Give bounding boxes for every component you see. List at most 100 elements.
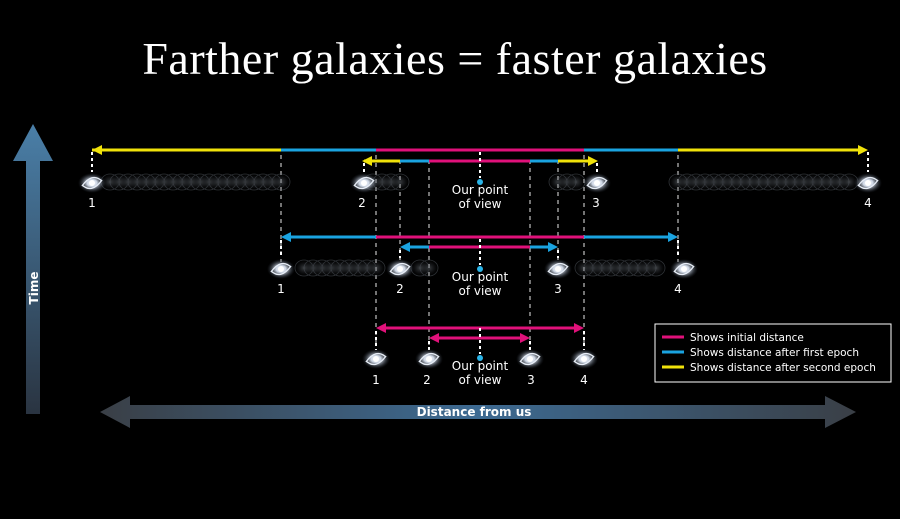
row3-galaxy-4-arm-a bbox=[573, 352, 595, 363]
row1-label-4: 4 bbox=[864, 196, 872, 210]
row1-galaxy-4 bbox=[854, 173, 882, 193]
distance-axis-arrow bbox=[100, 396, 856, 428]
row1-trail-1 bbox=[100, 173, 291, 191]
row2-galaxy-3-arm-b bbox=[547, 265, 569, 276]
row1-galaxy-2-arm-a bbox=[353, 176, 375, 187]
legend-item-initial: Shows initial distance bbox=[690, 332, 804, 344]
legend-item-second-epoch: Shows distance after second epoch bbox=[690, 362, 876, 374]
row3-galaxy-2-arm-b bbox=[418, 355, 440, 366]
row2-galaxy-2-core bbox=[397, 266, 403, 272]
row2-inner-head-left bbox=[400, 242, 410, 252]
row2-trail-1 bbox=[294, 259, 386, 277]
row3-label-2: 2 bbox=[423, 373, 431, 387]
row3-galaxy-2-core bbox=[426, 356, 432, 362]
row3-label-4: 4 bbox=[580, 373, 588, 387]
row2-head-left bbox=[281, 232, 291, 242]
row3-label-3: 3 bbox=[527, 373, 535, 387]
row1-point-of-view-label-line1: Our point bbox=[452, 183, 509, 197]
row3-galaxy-1 bbox=[362, 349, 390, 369]
row1-galaxy-1 bbox=[78, 173, 106, 193]
row3-galaxy-1-core bbox=[373, 356, 379, 362]
row3-initial-inner-head-left bbox=[429, 333, 439, 343]
row1-inner-head-right bbox=[588, 156, 598, 166]
row2-point-of-view-dot bbox=[477, 266, 483, 272]
row2-galaxy-3 bbox=[544, 259, 572, 279]
row2-galaxy-2-arm-b bbox=[389, 265, 411, 276]
row2-galaxy-3-core bbox=[555, 266, 561, 272]
row2-galaxy-1-arm-a bbox=[270, 262, 292, 273]
row1-galaxy-1-core bbox=[89, 180, 95, 186]
row1-galaxy-3-core bbox=[594, 180, 600, 186]
row2-galaxy-4-arm-b bbox=[673, 265, 695, 276]
row3-initial-outer-head-left bbox=[376, 323, 386, 333]
row3-initial-inner bbox=[429, 333, 530, 343]
time-axis: Time bbox=[13, 124, 53, 414]
time-axis-label: Time bbox=[27, 272, 41, 305]
row2-galaxy-1-arm-b bbox=[270, 265, 292, 276]
row3-galaxy-3-arm-a bbox=[519, 352, 541, 363]
row3-initial-outer-head-right bbox=[574, 323, 584, 333]
row1-galaxy-4-arm-b bbox=[857, 179, 879, 190]
legend: Shows initial distance Shows distance af… bbox=[654, 323, 892, 383]
row3-point-of-view-dot bbox=[477, 355, 483, 361]
row3-label-1: 1 bbox=[372, 373, 380, 387]
row3-galaxy-3 bbox=[516, 349, 544, 369]
row3-galaxy-1-arm-a bbox=[365, 352, 387, 363]
row2-trail-4-echo-8 bbox=[646, 259, 666, 277]
row1-galaxy-2-core bbox=[361, 180, 367, 186]
row1-inner-head-left bbox=[362, 156, 372, 166]
legend-item-first-epoch: Shows distance after first epoch bbox=[690, 347, 859, 359]
row1-trail-4 bbox=[668, 173, 859, 191]
row2-galaxy-4-arm-a bbox=[673, 262, 695, 273]
row1-galaxy-4-core bbox=[865, 180, 871, 186]
row1-trail-3 bbox=[548, 173, 586, 191]
diagram-title: Farther galaxies = faster galaxies bbox=[142, 33, 768, 84]
row3-galaxy-2-arm-a bbox=[418, 352, 440, 363]
row1-label-3: 3 bbox=[592, 196, 600, 210]
row1-galaxy-3-arm-a bbox=[586, 176, 608, 187]
row2-head-right bbox=[668, 232, 678, 242]
row1-galaxy-2-arm-b bbox=[353, 179, 375, 190]
row3-point-of-view-label-line2: of view bbox=[458, 373, 501, 387]
row3-galaxy-1-arm-b bbox=[365, 355, 387, 366]
row1-label-1: 1 bbox=[88, 196, 96, 210]
row1-galaxy-4-arm-a bbox=[857, 176, 879, 187]
row1-point-of-view-dot bbox=[477, 179, 483, 185]
row2-point-of-view-label-line1: Our point bbox=[452, 270, 509, 284]
row2-galaxy-1 bbox=[267, 259, 295, 279]
row2-trail-4 bbox=[574, 259, 666, 277]
distance-axis-label: Distance from us bbox=[417, 405, 532, 419]
row2-point-of-view-label-line2: of view bbox=[458, 284, 501, 298]
row2-label-4: 4 bbox=[674, 282, 682, 296]
row3-galaxy-3-core bbox=[527, 356, 533, 362]
time-axis-arrow bbox=[13, 124, 53, 414]
row2-galaxy-2-arm-a bbox=[389, 262, 411, 273]
legend-box bbox=[654, 323, 892, 383]
row2-inner-head-right bbox=[548, 242, 558, 252]
row2-trail-1-echo-8 bbox=[294, 259, 314, 277]
row2-galaxy-1-core bbox=[278, 266, 284, 272]
row2-galaxy-2 bbox=[386, 259, 414, 279]
row3-galaxy-4-arm-b bbox=[573, 355, 595, 366]
row1-head-left bbox=[92, 145, 102, 155]
row3-galaxy-4 bbox=[570, 349, 598, 369]
row2-label-3: 3 bbox=[554, 282, 562, 296]
row1-galaxy-1-arm-a bbox=[81, 176, 103, 187]
row2-label-2: 2 bbox=[396, 282, 404, 296]
row1-galaxy-2 bbox=[350, 173, 378, 193]
row1-galaxy-1-arm-b bbox=[81, 179, 103, 190]
row2-galaxy-3-arm-a bbox=[547, 262, 569, 273]
row1-trail-3-echo-2 bbox=[566, 173, 586, 191]
row1-point-of-view-label-line2: of view bbox=[458, 197, 501, 211]
row3-initial-inner-head-right bbox=[520, 333, 530, 343]
row2-trail-2 bbox=[410, 259, 439, 277]
row3-galaxy-4-core bbox=[581, 356, 587, 362]
row1-galaxy-3-arm-b bbox=[586, 179, 608, 190]
row3-galaxy-3-arm-b bbox=[519, 355, 541, 366]
row2-label-1: 1 bbox=[277, 282, 285, 296]
